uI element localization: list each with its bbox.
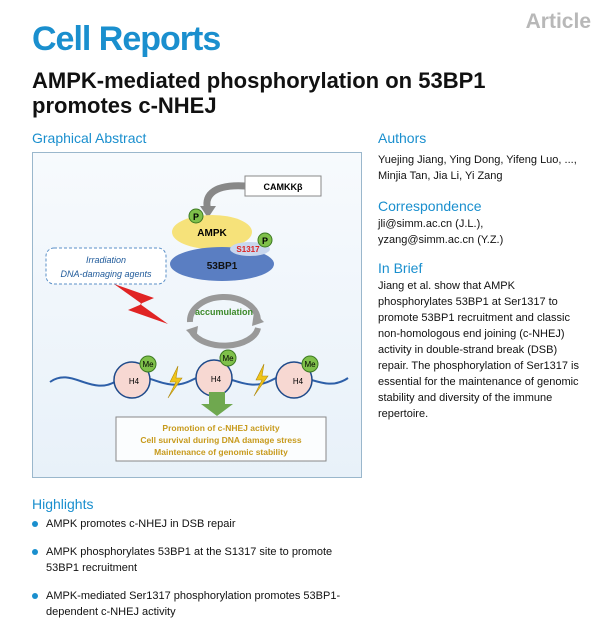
s1317-label: S1317 xyxy=(236,245,260,254)
methyl-label-right: Me xyxy=(304,360,316,369)
journal-name: Cell Reports xyxy=(32,20,221,58)
in-brief-line: Jiang et al. show that AMPK xyxy=(378,280,515,292)
in-brief-line: essential for the maintenance of genomic xyxy=(378,376,579,388)
outcome-line-1: Promotion of c-NHEJ activity xyxy=(162,423,279,433)
damaging-agents-label: DNA-damaging agents xyxy=(60,269,152,279)
highlight-text: AMPK phosphorylates 53BP1 at the S1317 s… xyxy=(46,544,376,576)
accumulation-arrowhead-top xyxy=(252,312,264,326)
accumulation-arrowhead-bottom xyxy=(186,326,198,340)
camkk-label: CAMKKβ xyxy=(264,182,303,192)
in-brief-line: repair. The phosphorylation of Ser1317 i… xyxy=(378,360,579,372)
in-brief-line: activity in double-strand break (DSB) xyxy=(378,344,558,356)
nucleosome-right: H4 Me xyxy=(275,355,319,399)
highlight-line: AMPK phosphorylates 53BP1 at the S1317 s… xyxy=(46,546,333,558)
authors-line-2: Minjia Tan, Jia Li, Yi Zang xyxy=(378,170,503,182)
in-brief-line: phosphorylates 53BP1 at Ser1317 to xyxy=(378,296,558,308)
highlights-heading: Highlights xyxy=(32,496,94,512)
authors-heading: Authors xyxy=(378,130,427,146)
ampk-phospho-label: P xyxy=(193,212,199,222)
nucleosome-center: H4 Me xyxy=(195,349,237,397)
nucleosome-left: H4 Me xyxy=(113,355,157,399)
methyl-label-left: Me xyxy=(142,360,154,369)
highlight-text: AMPK-mediated Ser1317 phosphorylation pr… xyxy=(46,588,376,620)
accumulation-arrow-top xyxy=(186,294,261,323)
highlight-text: AMPK promotes c-NHEJ in DSB repair xyxy=(46,518,236,530)
outcome-line-3: Maintenance of genomic stability xyxy=(154,447,288,457)
highlight-line: 53BP1 recruitment xyxy=(46,562,138,574)
s1317-phospho-label: P xyxy=(262,236,268,246)
camkk-arrowhead xyxy=(200,206,216,218)
methyl-label-center: Me xyxy=(222,354,234,363)
s1317-phospho-circle xyxy=(257,232,273,248)
damage-box xyxy=(45,247,167,285)
accumulation-arrow-bottom xyxy=(189,327,261,349)
in-brief-line: non-homologous end joining (c-NHEJ) xyxy=(378,328,565,340)
in-brief-line: repertoire. xyxy=(378,408,429,420)
dsb-lightning-icon-right xyxy=(253,363,269,397)
53bp1-label: 53BP1 xyxy=(207,261,238,272)
bullet-icon xyxy=(32,549,38,555)
accumulation-label: accumulation xyxy=(195,307,253,317)
outcome-arrow xyxy=(201,392,233,416)
graphical-abstract-figure: CAMKKβ AMPK P 53BP1 S1317 P Irradiation … xyxy=(45,175,349,462)
correspondence-heading: Correspondence xyxy=(378,198,482,214)
article-type-label: Article xyxy=(525,10,591,33)
graphical-abstract-heading: Graphical Abstract xyxy=(32,130,147,146)
in-brief-heading: In Brief xyxy=(378,260,423,276)
h4-label-right: H4 xyxy=(293,377,304,386)
in-brief-line: stability and diversity of the immune xyxy=(378,392,553,404)
correspondence-email-1[interactable]: jli@simm.ac.cn (J.L.), xyxy=(378,218,484,230)
article-title: AMPK-mediated phosphorylation on 53BP1 p… xyxy=(32,68,486,118)
bullet-icon xyxy=(32,593,38,599)
highlight-line: AMPK-mediated Ser1317 phosphorylation pr… xyxy=(46,590,341,602)
ampk-ellipse xyxy=(172,215,252,249)
authors-line-1: Yuejing Jiang, Ying Dong, Yifeng Luo, ..… xyxy=(378,154,577,166)
outcome-box xyxy=(115,416,327,462)
in-brief-line: promote 53BP1 recruitment and classic xyxy=(378,312,570,324)
outcome-line-2: Cell survival during DNA damage stress xyxy=(140,435,302,445)
h4-label-center: H4 xyxy=(211,375,222,384)
dsb-lightning-icon-left xyxy=(167,365,183,399)
h4-label-left: H4 xyxy=(129,377,140,386)
highlight-line: dependent c-NHEJ activity xyxy=(46,606,176,618)
bullet-icon xyxy=(32,521,38,527)
ampk-phospho-circle xyxy=(188,208,204,224)
ampk-label: AMPK xyxy=(197,228,227,239)
damage-lightning-icon xyxy=(114,284,168,324)
irradiation-label: Irradiation xyxy=(86,255,126,265)
correspondence-email-2[interactable]: yzang@simm.ac.cn (Y.Z.) xyxy=(378,234,504,246)
